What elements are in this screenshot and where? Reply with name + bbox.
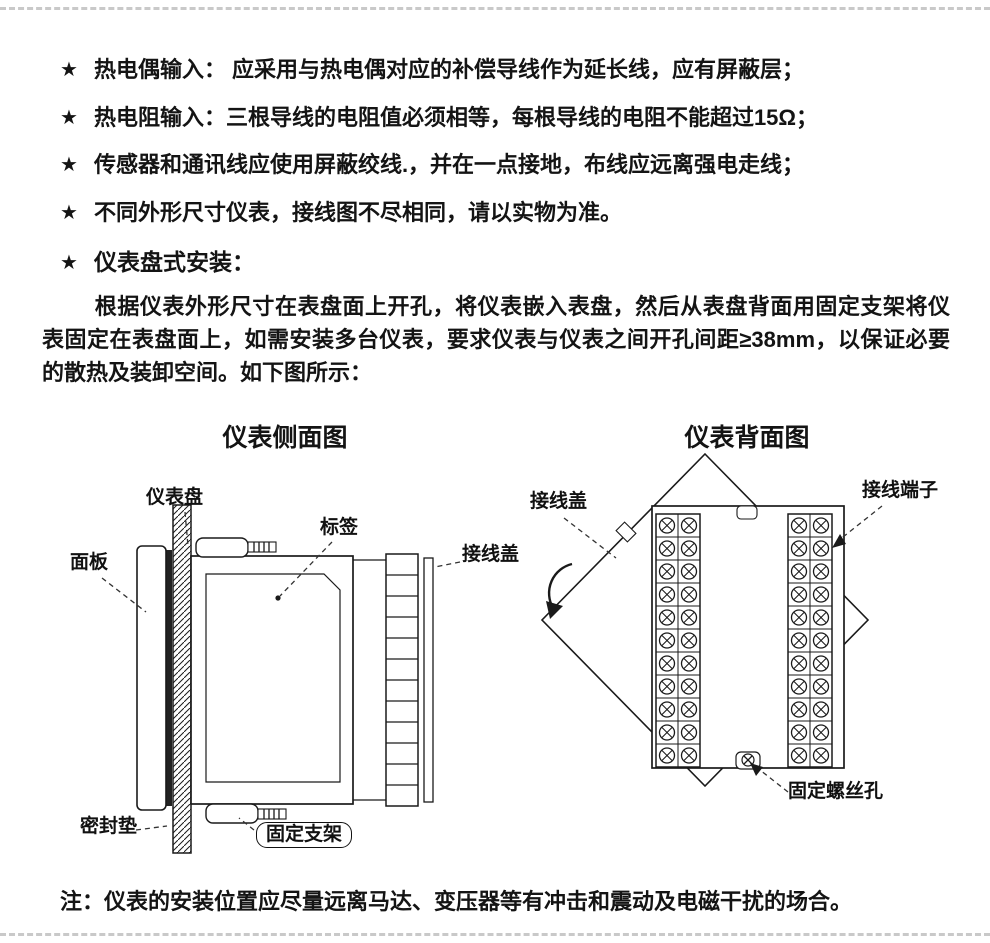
rotation-arrowhead xyxy=(546,601,563,619)
label-seal-gasket: 密封垫 xyxy=(80,816,138,837)
installation-paragraph: 根据仪表外形尺寸在表盘面上开孔，将仪表嵌入表盘，然后从表盘背面用固定支架将仪表固… xyxy=(42,294,950,385)
top-bracket-shape xyxy=(195,537,249,558)
bullet-text: 传感器和通讯线应使用屏蔽绞线.，并在一点接地，布线应远离强电走线； xyxy=(93,152,805,177)
bottom-screw-shape xyxy=(257,808,287,820)
top-dashed-divider xyxy=(0,7,990,10)
star-icon: ★ xyxy=(60,107,78,129)
label-front-panel: 面板 xyxy=(70,552,109,573)
label-terminal-block: 接线端子 xyxy=(862,480,939,501)
bullet-text: 热电偶输入： 应采用与热电偶对应的补偿导线作为延长线，应有屏蔽层； xyxy=(93,57,805,82)
terminal-strip-left xyxy=(655,513,701,768)
label-sticker-shape xyxy=(205,573,341,783)
label-fixing-bracket: 固定支架 xyxy=(256,822,353,848)
mounting-board-shape xyxy=(172,504,192,854)
section-header: ★ 仪表盘式安装： xyxy=(60,243,255,277)
bullet-item: ★ 热电阻输入：三根导线的电阻值必须相等，每根导线的电阻不能超过15Ω； xyxy=(60,100,818,132)
bottom-dashed-divider xyxy=(0,933,990,936)
label-tag: 标签 xyxy=(320,517,359,538)
star-icon: ★ xyxy=(60,252,78,274)
terminal-cover-shape xyxy=(423,557,434,803)
bullet-item: ★ 不同外形尺寸仪表，接线图不尽相同，请以实物为准。 xyxy=(60,195,622,227)
bullet-item: ★ 热电偶输入： 应采用与热电偶对应的补偿导线作为延长线，应有屏蔽层； xyxy=(60,52,804,84)
star-icon: ★ xyxy=(60,154,78,176)
star-icon: ★ xyxy=(60,202,78,224)
back-view-title: 仪表背面图 xyxy=(684,425,810,452)
side-view-title: 仪表侧面图 xyxy=(222,425,348,452)
front-panel-shape xyxy=(136,545,167,811)
label-panel-board: 仪表盘 xyxy=(146,487,204,508)
label-terminal-cover-side: 接线盖 xyxy=(462,544,520,565)
bullet-text: 不同外形尺寸仪表，接线图不尽相同，请以实物为准。 xyxy=(93,200,622,225)
label-terminal-cover-back: 接线盖 xyxy=(530,491,588,512)
seal-gasket-shape xyxy=(165,550,172,806)
star-icon: ★ xyxy=(60,59,78,81)
top-tab-shape xyxy=(736,505,758,520)
cover-clip-shape xyxy=(615,521,637,543)
leader-arrowhead xyxy=(832,534,846,548)
leader-arrowhead xyxy=(750,763,763,776)
section-title: 仪表盘式安装： xyxy=(93,249,255,275)
bullet-text: 热电阻输入：三根导线的电阻值必须相等，每根导线的电阻不能超过15Ω； xyxy=(93,105,819,130)
rotation-arrow xyxy=(547,562,573,609)
label-anchor-dot xyxy=(275,595,281,601)
side-view-diagram xyxy=(101,504,461,854)
label-fixing-screw-hole: 固定螺丝孔 xyxy=(788,781,884,802)
terminal-strip-right xyxy=(787,513,833,768)
installation-note: 注：仪表的安装位置应尽量远离马达、变压器等有冲击和震动及电磁干扰的场合。 xyxy=(60,889,853,914)
top-screw-shape xyxy=(247,541,277,553)
bullet-item: ★ 传感器和通讯线应使用屏蔽绞线.，并在一点接地，布线应远离强电走线； xyxy=(60,147,804,179)
back-view-diagram xyxy=(540,452,883,793)
bottom-bracket-shape xyxy=(205,803,259,824)
